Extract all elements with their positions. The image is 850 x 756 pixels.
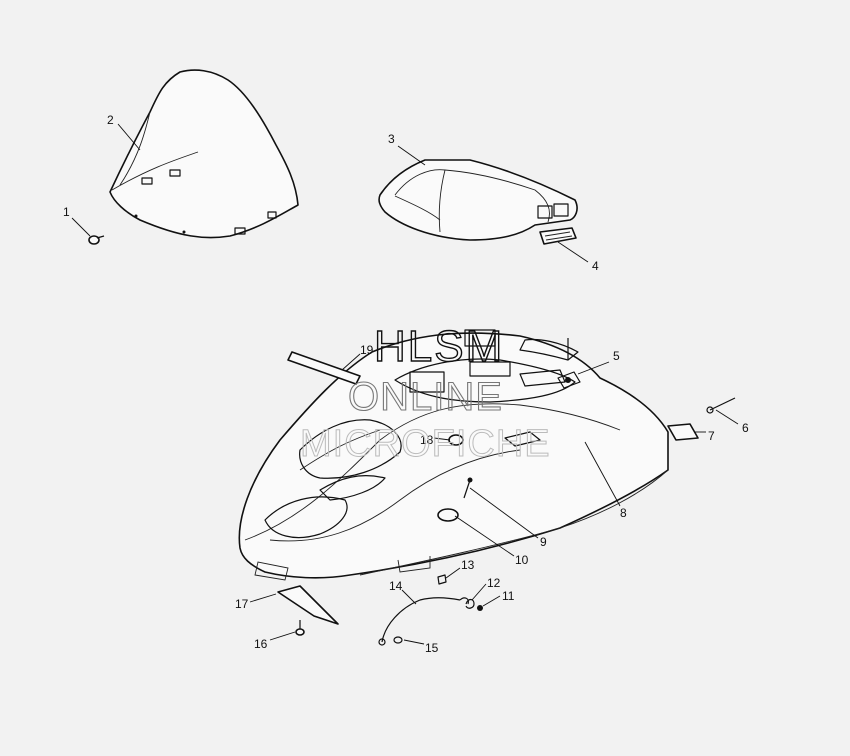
cap-part-10 <box>437 508 459 522</box>
callout-2: 2 <box>107 113 114 127</box>
callout-11: 11 <box>502 589 515 603</box>
watermark-line-3: MICROFICHE <box>300 423 551 465</box>
callout-9: 9 <box>540 535 547 549</box>
screw-part-16 <box>295 620 305 636</box>
callout-16: 16 <box>254 637 268 651</box>
watermark-line-2: ONLINE <box>348 375 503 419</box>
clip-part-12 <box>465 598 475 609</box>
callout-19: 19 <box>360 343 374 357</box>
cable-part-14 <box>378 597 469 646</box>
watermark-line-1: HLSM <box>374 322 504 371</box>
nut-part-11 <box>477 605 483 611</box>
callout-17: 17 <box>235 597 249 611</box>
trim-bar-part-19 <box>287 351 361 385</box>
callout-13: 13 <box>461 558 475 572</box>
bracket-part-7 <box>667 423 699 441</box>
callout-7: 7 <box>708 429 715 443</box>
leader-lines <box>71 123 739 645</box>
hood <box>238 329 669 581</box>
callout-12: 12 <box>487 576 501 590</box>
seat <box>378 159 578 241</box>
callout-6: 6 <box>742 421 749 435</box>
windshield <box>109 69 299 239</box>
callout-15: 15 <box>425 641 439 655</box>
callout-8: 8 <box>620 506 627 520</box>
bolt-part-5 <box>557 371 581 389</box>
callout-14: 14 <box>389 579 403 593</box>
callout-4: 4 <box>592 259 599 273</box>
callout-1: 1 <box>63 205 70 219</box>
callout-5: 5 <box>613 349 620 363</box>
callout-18: 18 <box>420 433 434 447</box>
callout-labels: 1 2 3 4 5 6 7 8 9 10 11 12 13 14 15 16 1… <box>63 113 749 655</box>
taillight-part-4 <box>539 227 577 245</box>
callout-10: 10 <box>515 553 529 567</box>
cable-part-6 <box>706 397 736 414</box>
bolt-part-9 <box>463 477 473 499</box>
nut-part-13 <box>437 574 447 585</box>
skid-plate-part-17 <box>277 585 339 625</box>
washer-part-15 <box>393 636 403 644</box>
screw-part-1 <box>88 235 105 245</box>
watermark: HLSM ONLINE MICROFICHE <box>300 321 551 465</box>
callout-3: 3 <box>388 132 395 146</box>
